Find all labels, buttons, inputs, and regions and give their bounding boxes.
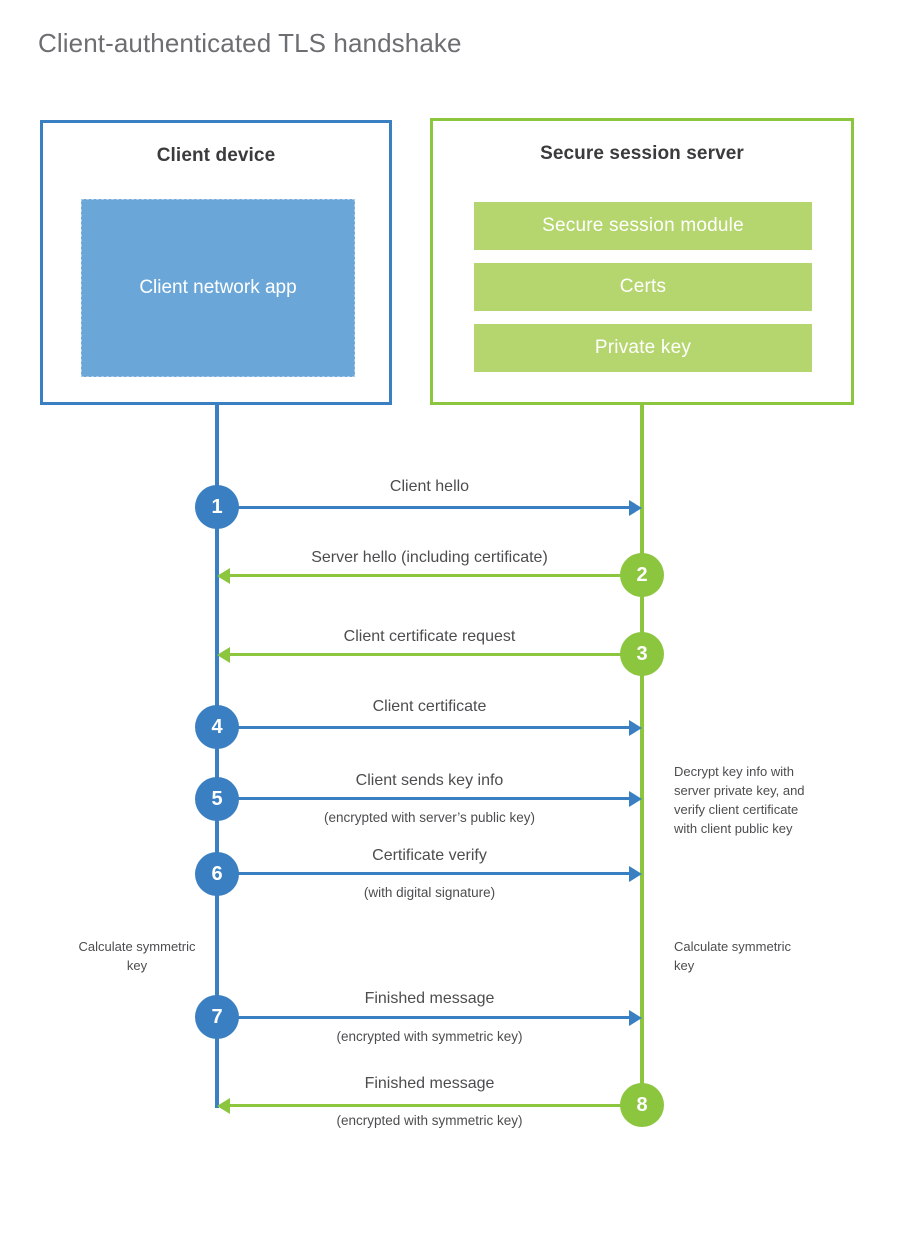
client-device-box: Client device Client network app bbox=[40, 120, 392, 405]
step-1-arrow-head-icon bbox=[629, 500, 642, 516]
client-device-title: Client device bbox=[156, 145, 276, 166]
server-lifeline bbox=[640, 402, 644, 1108]
step-6-arrow-head-icon bbox=[629, 866, 642, 882]
client-calculate-symmetric-key-note: Calculate symmetric key bbox=[78, 939, 196, 973]
server-component-private-key: Private key bbox=[474, 324, 812, 372]
step-5-label: Client sends key info bbox=[355, 772, 504, 789]
step-3-label: Client certificate request bbox=[343, 628, 516, 645]
secure-session-server-title: Secure session server bbox=[540, 143, 744, 164]
server-component-certs: Certs bbox=[474, 263, 812, 311]
step-8-arrow-line bbox=[230, 1104, 642, 1107]
step-5-arrow-head-icon bbox=[629, 791, 642, 807]
step-4-badge: 4 bbox=[195, 705, 239, 749]
step-2-arrow-head-icon bbox=[217, 568, 230, 584]
step-8-badge: 8 bbox=[620, 1083, 664, 1127]
step-5-arrow-line bbox=[217, 797, 629, 800]
server-components-list: Secure session module Certs Private key bbox=[474, 202, 812, 385]
step-7-arrow-line bbox=[217, 1016, 629, 1019]
client-lifeline bbox=[215, 402, 219, 1108]
client-network-app-block: Client network app bbox=[81, 199, 355, 377]
step-2-badge: 2 bbox=[620, 553, 664, 597]
server-calculate-symmetric-key-note: Calculate symmetric key bbox=[674, 939, 792, 973]
step-7-arrow-head-icon bbox=[629, 1010, 642, 1026]
step-6-label: Certificate verify bbox=[372, 847, 487, 864]
step-8-sublabel: (encrypted with symmetric key) bbox=[336, 1113, 523, 1128]
step-7-sublabel: (encrypted with symmetric key) bbox=[336, 1029, 523, 1044]
step-2-arrow-line bbox=[230, 574, 642, 577]
step-1-arrow-line bbox=[217, 506, 629, 509]
step-2-label: Server hello (including certificate) bbox=[311, 549, 548, 566]
step-1-badge: 1 bbox=[195, 485, 239, 529]
step-5-badge: 5 bbox=[195, 777, 239, 821]
server-component-secure-session-module: Secure session module bbox=[474, 202, 812, 250]
step-3-arrow-head-icon bbox=[217, 647, 230, 663]
secure-session-server-box: Secure session server Secure session mod… bbox=[430, 118, 854, 405]
step-1-label: Client hello bbox=[389, 478, 470, 495]
step-7-label: Finished message bbox=[364, 990, 495, 1007]
step-4-arrow-line bbox=[217, 726, 629, 729]
step-3-arrow-line bbox=[230, 653, 642, 656]
server-decrypt-note: Decrypt key info with server private key… bbox=[674, 764, 805, 836]
step-8-arrow-head-icon bbox=[217, 1098, 230, 1114]
step-5-sublabel: (encrypted with server’s public key) bbox=[323, 810, 536, 825]
step-3-badge: 3 bbox=[620, 632, 664, 676]
step-7-badge: 7 bbox=[195, 995, 239, 1039]
step-4-label: Client certificate bbox=[372, 698, 487, 715]
step-6-arrow-line bbox=[217, 872, 629, 875]
page-title: Client-authenticated TLS handshake bbox=[38, 28, 462, 58]
step-6-badge: 6 bbox=[195, 852, 239, 896]
step-8-label: Finished message bbox=[364, 1075, 495, 1092]
step-4-arrow-head-icon bbox=[629, 720, 642, 736]
step-6-sublabel: (with digital signature) bbox=[363, 885, 496, 900]
